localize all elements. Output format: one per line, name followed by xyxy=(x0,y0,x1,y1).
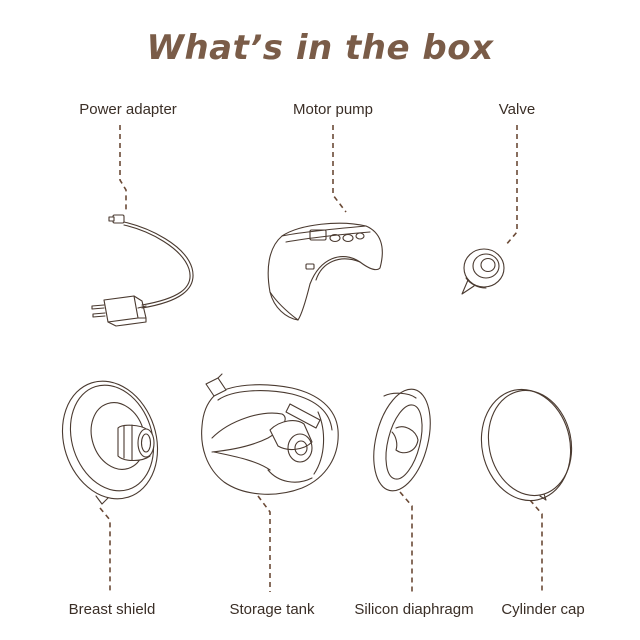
label-cylinder-cap: Cylinder cap xyxy=(501,601,585,618)
page-title: What’s in the box xyxy=(146,28,494,68)
storage-tank-drawing xyxy=(201,373,339,495)
leader-valve xyxy=(504,125,518,247)
leader-power-adapter xyxy=(119,125,127,210)
breast-shield-drawing xyxy=(61,380,159,505)
label-power-adapter: Power adapter xyxy=(79,101,177,118)
leader-storage-tank xyxy=(257,495,271,592)
cylinder-cap-drawing xyxy=(480,388,573,502)
leader-silicon-diaphragm xyxy=(399,491,413,592)
label-silicon-diaphragm: Silicon diaphragm xyxy=(354,601,474,618)
motor-pump-drawing xyxy=(267,222,383,321)
label-valve: Valve xyxy=(498,101,536,118)
power-adapter-drawing xyxy=(91,214,194,327)
valve-drawing xyxy=(461,248,505,295)
silicon-diaphragm-drawing xyxy=(373,388,431,492)
label-storage-tank: Storage tank xyxy=(229,601,315,618)
label-motor-pump: Motor pump xyxy=(292,101,374,118)
leader-breast-shield xyxy=(99,507,111,592)
leader-motor-pump xyxy=(332,125,347,213)
leader-cylinder-cap xyxy=(529,499,543,592)
leader-lines xyxy=(99,125,543,592)
label-breast-shield: Breast shield xyxy=(68,601,156,618)
